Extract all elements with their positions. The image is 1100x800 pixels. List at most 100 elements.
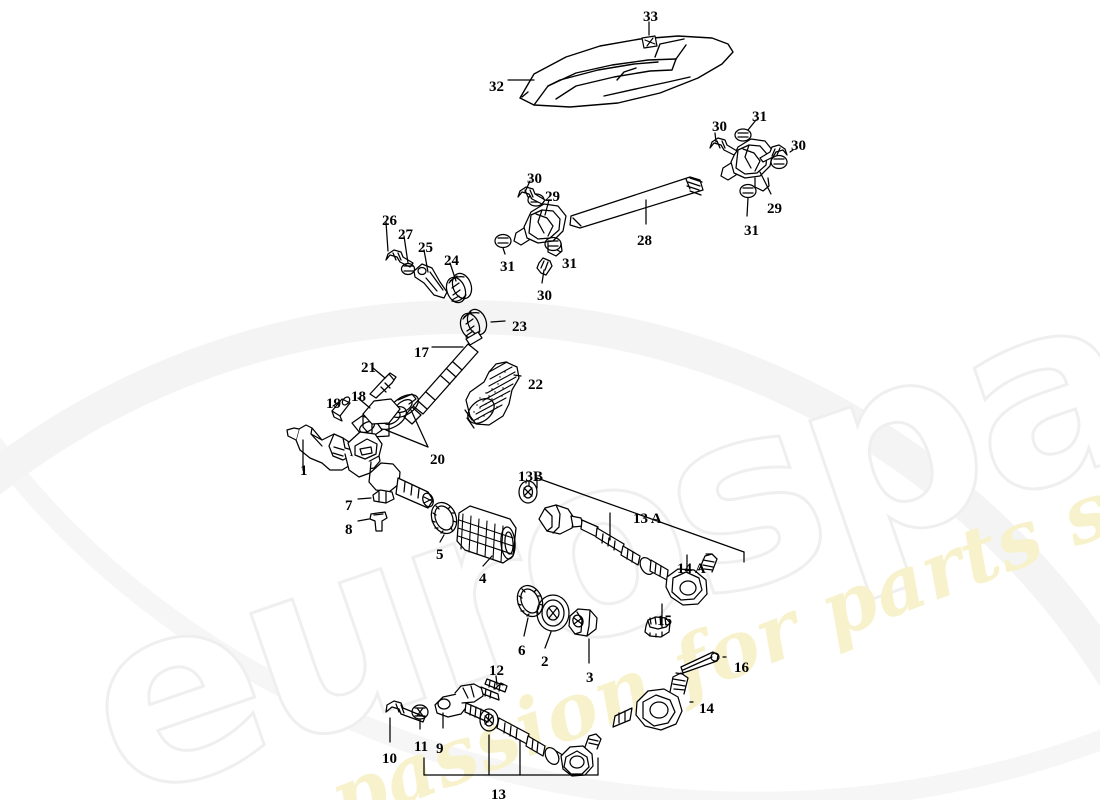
leader-19 xyxy=(332,401,340,407)
leader-30d xyxy=(789,149,794,153)
callout-22: 22 xyxy=(528,377,543,393)
leader-29a xyxy=(544,199,550,216)
part-11-nut xyxy=(411,704,429,720)
part-22-bellows-boot xyxy=(464,361,520,429)
leader-24 xyxy=(449,262,457,282)
part-3-fitting xyxy=(568,608,598,637)
part-31-nuts-left xyxy=(494,233,562,252)
callout-29b: 29 xyxy=(767,201,782,217)
callout-19: 19 xyxy=(326,396,341,412)
leader-8 xyxy=(357,518,370,522)
leader-4 xyxy=(482,555,493,567)
part-14-tie-rod-end xyxy=(612,672,689,731)
callout-31d: 31 xyxy=(752,109,767,125)
callout-4: 4 xyxy=(479,571,487,587)
callout-13B: 13B xyxy=(518,469,544,485)
callout-30c: 30 xyxy=(712,119,727,135)
callout-10: 10 xyxy=(382,751,397,767)
part-13A-tie-rod-assembly xyxy=(538,504,718,606)
callout-16: 16 xyxy=(734,660,749,676)
leader-30a xyxy=(524,180,531,193)
leader-22 xyxy=(513,374,522,377)
callout-30d: 30 xyxy=(791,138,806,154)
leader-2 xyxy=(544,631,552,649)
part-29-right-universal-joint xyxy=(720,128,774,192)
leader-31b xyxy=(556,249,562,253)
callout-30b: 30 xyxy=(537,288,552,304)
leader-30b xyxy=(541,269,545,284)
leader-20a xyxy=(410,409,429,448)
part-33-clip xyxy=(641,35,658,49)
part-32-heat-shield xyxy=(519,35,734,108)
part-13-tie-rod-lower xyxy=(479,708,602,777)
callout-5: 5 xyxy=(436,547,444,563)
leader-20b xyxy=(385,429,429,448)
part-6-sealing-ring xyxy=(516,584,544,618)
part-5-sealing-ring xyxy=(430,501,458,535)
leader-31c xyxy=(746,197,749,217)
leader-30c xyxy=(714,132,717,143)
leader-31d xyxy=(747,119,757,131)
callout-18: 18 xyxy=(351,389,366,405)
callout-26: 26 xyxy=(382,213,397,229)
leader-26 xyxy=(385,221,389,252)
callout-2: 2 xyxy=(541,654,549,670)
part-9-clamp xyxy=(434,683,500,723)
callout-21: 21 xyxy=(361,360,376,376)
part-7-clip xyxy=(372,489,395,504)
part-18-cover xyxy=(362,398,401,438)
callout-14A: 14 A xyxy=(677,561,706,577)
callout-13A: 13 A xyxy=(633,511,662,527)
part-25-clamp xyxy=(413,263,448,299)
callout-14: 14 xyxy=(699,701,714,717)
leader-31a xyxy=(502,247,506,255)
leader-23 xyxy=(490,320,506,323)
callout-20: 20 xyxy=(430,452,445,468)
callout-27: 27 xyxy=(398,227,413,243)
callout-24: 24 xyxy=(444,253,459,269)
callout-29a: 29 xyxy=(545,189,560,205)
part-28-intermediate-shaft xyxy=(569,176,704,229)
callout-13: 13 xyxy=(491,787,506,800)
part-12-bolt xyxy=(484,678,508,693)
callout-28: 28 xyxy=(637,233,652,249)
part-19-dowel xyxy=(331,396,351,422)
part-15-castle-nut xyxy=(644,616,671,638)
callout-1: 1 xyxy=(300,463,308,479)
callout-25: 25 xyxy=(418,240,433,256)
callout-31c: 31 xyxy=(744,223,759,239)
callout-11: 11 xyxy=(414,739,429,755)
callout-23: 23 xyxy=(512,319,527,335)
leader-6 xyxy=(523,617,529,637)
callout-15: 15 xyxy=(657,613,672,629)
leader-12 xyxy=(495,675,498,686)
callout-9: 9 xyxy=(436,741,444,757)
part-21-bolt xyxy=(369,372,397,399)
leader-25 xyxy=(423,249,429,273)
part-16-cotter-pin xyxy=(680,651,720,674)
leader-21 xyxy=(372,367,386,379)
part-4-bellows-boot xyxy=(456,505,517,564)
callout-32: 32 xyxy=(489,79,504,95)
callout-3: 3 xyxy=(586,670,594,686)
part-13B-washer xyxy=(518,480,538,504)
callout-30a: 30 xyxy=(527,171,542,187)
part-8-bolt xyxy=(369,511,388,532)
part-24-bushing xyxy=(445,272,473,304)
leader-7 xyxy=(357,497,372,500)
callout-33: 33 xyxy=(643,9,658,25)
bracket-13A-top xyxy=(536,477,745,553)
part-2-bearing xyxy=(536,594,570,632)
leader-27 xyxy=(403,235,409,264)
part-17-steering-shaft xyxy=(403,331,483,425)
callout-31a: 31 xyxy=(500,259,515,275)
callout-7: 7 xyxy=(345,498,353,514)
part-26-bolt xyxy=(385,249,414,268)
callout-6: 6 xyxy=(518,643,526,659)
part-1-steering-gear-housing xyxy=(286,424,434,509)
callout-8: 8 xyxy=(345,522,353,538)
leader-5 xyxy=(439,534,445,543)
leader-18 xyxy=(357,397,371,409)
